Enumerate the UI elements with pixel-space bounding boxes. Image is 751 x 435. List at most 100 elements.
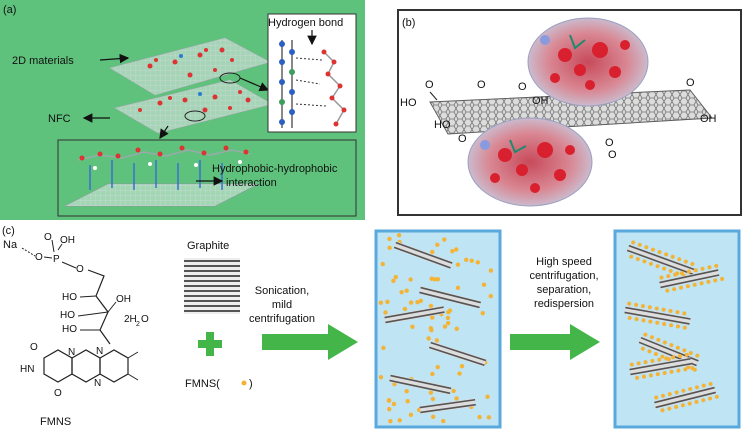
step1-line1: Sonication,: [255, 285, 309, 297]
fmns-dot: [403, 307, 407, 311]
svg-text:O: O: [477, 79, 486, 91]
panel-c-tag: (c): [2, 225, 15, 237]
fmns-dot: [457, 371, 461, 375]
svg-text:O: O: [141, 314, 149, 325]
graphite-label: Graphite: [187, 240, 229, 252]
fmns-dot: [391, 279, 395, 283]
fmns-key-label: FMNS(: [185, 378, 220, 390]
fmns-dot: [485, 395, 489, 399]
fmns-dot: [383, 310, 387, 314]
fmns-dot: [454, 396, 458, 400]
fmns-dot: [456, 262, 460, 266]
step2-line3: separation,: [537, 284, 591, 296]
fmns-dot: [441, 419, 445, 423]
fmns-dot: [460, 364, 464, 368]
fmns-dot-icon: [242, 381, 247, 386]
fmns-dot: [448, 308, 452, 312]
dispersion-box-2: [615, 231, 739, 427]
svg-text:OH: OH: [532, 95, 549, 107]
fmns-dot: [415, 300, 419, 304]
fmns-dot: [387, 237, 391, 241]
svg-text:O: O: [76, 264, 84, 275]
svg-text:Na: Na: [3, 239, 18, 251]
fmns-dot: [381, 346, 385, 350]
svg-text:HN: HN: [20, 364, 34, 375]
svg-text:HO: HO: [62, 292, 77, 303]
fmns-dot: [409, 300, 413, 304]
fmns-dot: [404, 389, 408, 393]
svg-text:O: O: [518, 81, 527, 93]
fmns-dot: [435, 338, 439, 342]
fmns-dot: [476, 260, 480, 264]
step2-line2: centrifugation,: [529, 270, 598, 282]
step2-arrow-icon: [510, 324, 600, 360]
fmns-dot: [379, 375, 383, 379]
step2-line1: High speed: [536, 256, 592, 268]
step1-line3: centrifugation: [249, 313, 315, 325]
fmns-dot: [456, 286, 460, 290]
fmns-dot: [431, 415, 435, 419]
svg-text:O: O: [458, 133, 467, 145]
fmns-dot: [442, 237, 446, 241]
svg-text:2: 2: [136, 321, 140, 328]
fmns-dot: [446, 321, 450, 325]
fmns-dot: [398, 418, 402, 422]
fmns-dot: [405, 288, 409, 292]
fmns-dot: [430, 315, 434, 319]
step2-line4: redispersion: [534, 298, 594, 310]
label-hydrophobic-line2: interaction: [226, 177, 277, 189]
fmns-dot: [394, 275, 398, 279]
fmns-dot: [436, 365, 440, 369]
fmns-dot: [454, 247, 458, 251]
fmns-dot: [387, 407, 391, 411]
panel-c: (c) Na O P OH O O HO OH HO HO 2H 2 O: [2, 225, 739, 428]
fmns-dot: [435, 243, 439, 247]
svg-text:O: O: [425, 79, 434, 91]
fmns-dot: [451, 389, 455, 393]
panel-a-tag: (a): [3, 4, 16, 16]
fmns-dot: [429, 326, 433, 330]
fmns-dot: [450, 249, 454, 253]
fmns-dot: [477, 415, 481, 419]
fmns-dot: [388, 419, 392, 423]
fmns-name: FMNS: [40, 416, 71, 428]
fmns-dot: [387, 246, 391, 250]
fmns-dot: [489, 294, 493, 298]
label-2d-materials: 2D materials: [12, 55, 74, 67]
water: 2H: [124, 314, 137, 325]
svg-text:HO: HO: [400, 97, 417, 109]
graphite-stack: [184, 258, 240, 314]
step1-line2: mild: [272, 299, 292, 311]
fmns-dot: [431, 397, 435, 401]
fmns-dot: [430, 372, 434, 376]
fmns-key-close: ): [249, 378, 253, 390]
fmns-dot: [385, 300, 389, 304]
svg-text:OH: OH: [60, 235, 75, 246]
fmns-dot: [489, 268, 493, 272]
fmns-dot: [482, 283, 486, 287]
fmns-dot: [405, 399, 409, 403]
fmns-dot: [443, 324, 447, 328]
fmns-dot: [409, 413, 413, 417]
protein-lower: [468, 118, 592, 206]
protein-upper: [528, 18, 648, 106]
fmns-dot: [430, 250, 434, 254]
fmns-dot: [446, 316, 450, 320]
fmns-dot: [464, 258, 468, 262]
svg-text:HO: HO: [60, 310, 75, 321]
fmns-dot: [487, 415, 491, 419]
plus-icon: [198, 332, 222, 356]
fmns-molecule: Na O P OH O O HO OH HO HO 2H 2 O: [3, 232, 149, 428]
svg-text:N: N: [94, 378, 101, 389]
svg-text:O: O: [608, 149, 617, 161]
svg-text:P: P: [53, 254, 60, 265]
fmns-dot: [426, 336, 430, 340]
panel-b-tag: (b): [402, 17, 415, 29]
svg-text:O: O: [686, 77, 695, 89]
fmns-dot: [455, 327, 459, 331]
svg-text:OH: OH: [116, 294, 131, 305]
fmns-dot: [432, 277, 436, 281]
fmns-dot: [392, 402, 396, 406]
fmns-dot: [470, 258, 474, 262]
